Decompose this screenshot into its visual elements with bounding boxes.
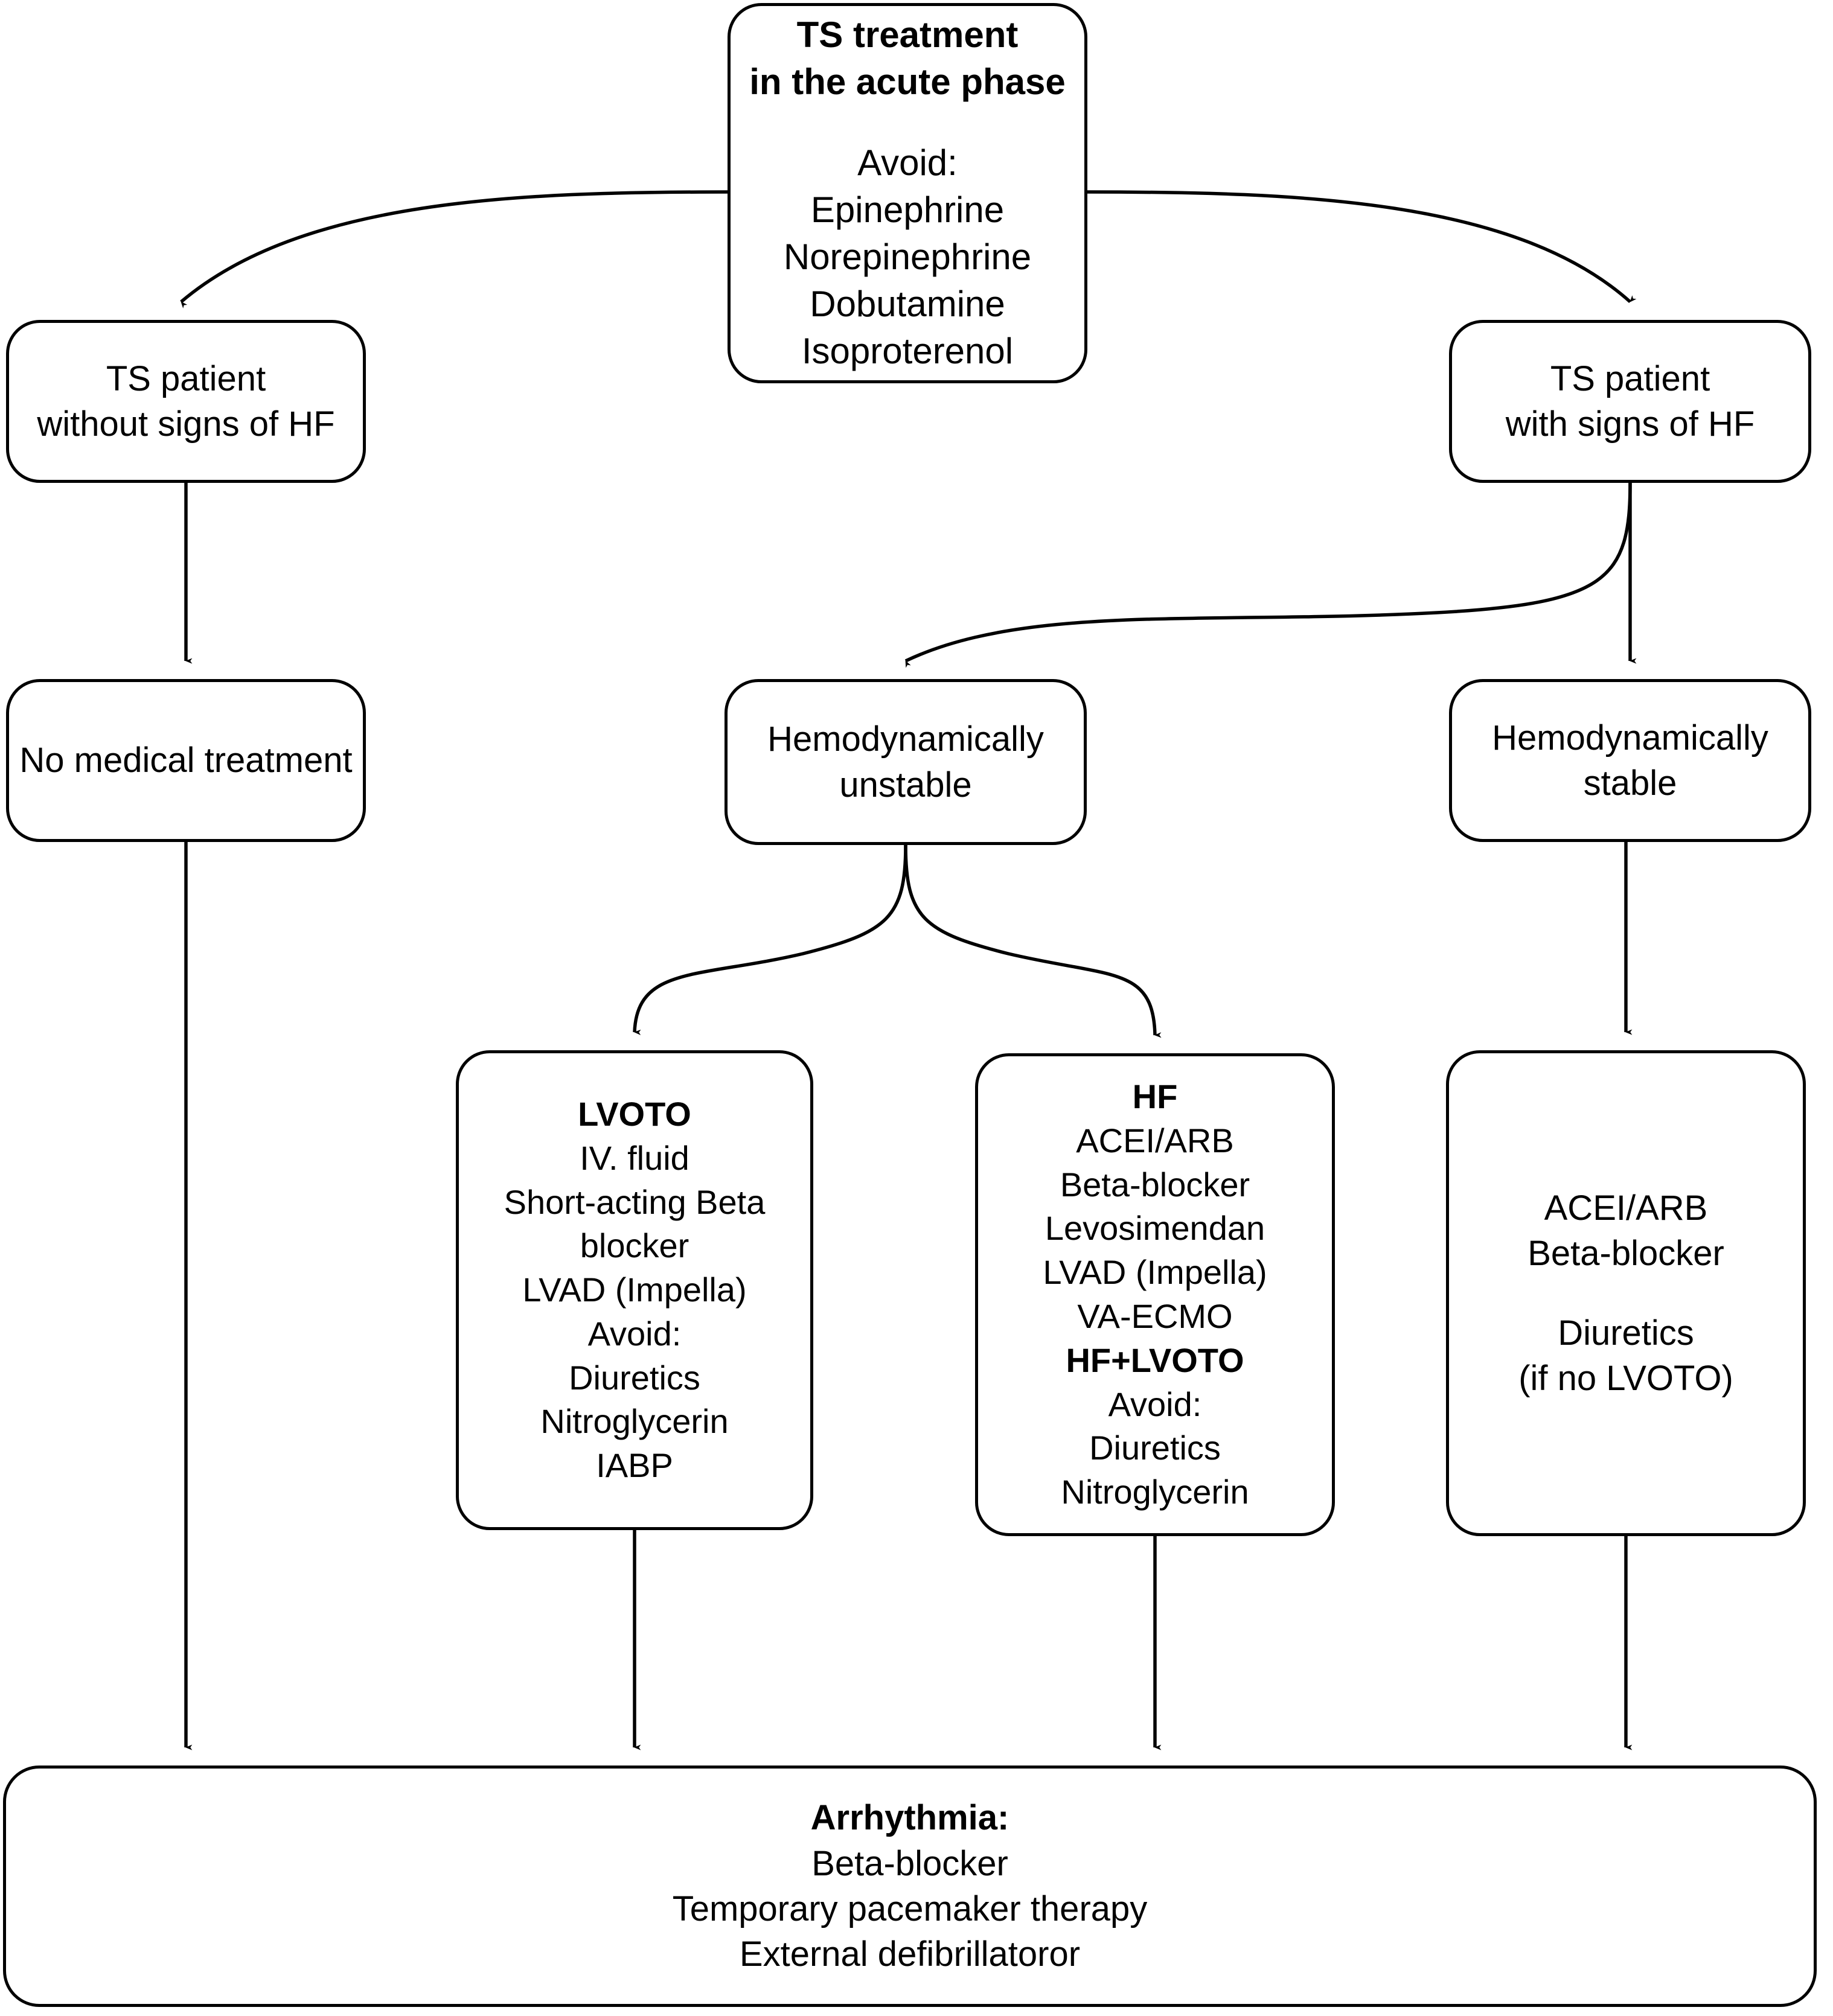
root-heading-line1: TS treatment (796, 14, 1019, 55)
unstable-line1: Hemodynamically (767, 719, 1044, 759)
node-hemodynamically-unstable[interactable]: Hemodynamically unstable (725, 679, 1087, 845)
lvoto-item: blocker (580, 1227, 689, 1265)
root-avoid-label: Avoid: (857, 142, 958, 183)
hf-item: VA-ECMO (1077, 1297, 1233, 1335)
unstable-line2: unstable (839, 765, 972, 805)
edge-unstable-to-hf (904, 844, 1162, 1038)
root-avoid-item: Isoproterenol (801, 331, 1014, 371)
hf-avoid-item: Diuretics (1089, 1429, 1221, 1467)
edge-unstable-to-lvoto (633, 844, 907, 1035)
node-hf-treatment[interactable]: HF ACEI/ARB Beta-blocker Levosimendan LV… (975, 1053, 1335, 1536)
stable-line1: Hemodynamically (1492, 718, 1768, 758)
lvoto-item: Short-acting Beta (504, 1182, 766, 1221)
lvoto-avoid-item: IABP (596, 1446, 673, 1485)
root-heading-line2: in the acute phase (749, 62, 1066, 102)
node-no-medical-treatment[interactable]: No medical treatment (6, 679, 366, 842)
hf-heading: HF (1132, 1077, 1178, 1116)
edge-root-to-with-hf (1087, 190, 1637, 304)
hf-lvoto-heading: HF+LVOTO (1066, 1341, 1244, 1379)
stable-treatment-item: Beta-blocker (1528, 1234, 1724, 1274)
node-ts-patient-without-hf[interactable]: TS patient without signs of HF (6, 320, 366, 483)
hf-item: LVAD (Impella) (1043, 1253, 1267, 1292)
without-hf-line2: without signs of HF (37, 404, 335, 444)
hf-avoid-item: Nitroglycerin (1061, 1473, 1249, 1511)
lvoto-item: IV. fluid (580, 1138, 689, 1177)
lvoto-avoid-item: Diuretics (569, 1358, 700, 1397)
root-avoid-item: Dobutamine (810, 284, 1005, 324)
node-hemodynamically-stable[interactable]: Hemodynamically stable (1449, 679, 1811, 842)
arrhythmia-heading: Arrhythmia: (810, 1798, 1009, 1838)
lvoto-avoid-item: Nitroglycerin (540, 1402, 729, 1441)
no-treatment-label: No medical treatment (19, 741, 353, 780)
node-ts-treatment-acute-phase[interactable]: TS treatment in the acute phase Avoid: E… (728, 3, 1087, 383)
lvoto-avoid-label: Avoid: (587, 1314, 682, 1353)
stable-treatment-diuretics-note: (if no LVOTO) (1518, 1358, 1733, 1398)
hf-item: Beta-blocker (1060, 1165, 1250, 1204)
node-stable-treatment[interactable]: ACEI/ARB Beta-blocker Diuretics (if no L… (1446, 1050, 1806, 1536)
node-ts-patient-with-hf[interactable]: TS patient with signs of HF (1449, 320, 1811, 483)
arrhythmia-item: Temporary pacemaker therapy (672, 1889, 1148, 1928)
edge-root-to-without-hf (180, 190, 728, 308)
stable-treatment-item: ACEI/ARB (1544, 1188, 1708, 1228)
hf-item: Levosimendan (1044, 1209, 1265, 1248)
stable-line2: stable (1583, 764, 1677, 803)
root-avoid-item: Norepinephrine (783, 237, 1032, 277)
hf-item: ACEI/ARB (1076, 1121, 1234, 1160)
with-hf-line1: TS patient (1550, 359, 1710, 398)
stable-treatment-diuretics: Diuretics (1558, 1313, 1694, 1353)
arrhythmia-item: External defibrillatoror (739, 1935, 1081, 1974)
root-avoid-item: Epinephrine (810, 190, 1005, 230)
lvoto-heading: LVOTO (578, 1094, 691, 1133)
arrhythmia-item: Beta-blocker (811, 1843, 1008, 1883)
node-arrhythmia-treatment[interactable]: Arrhythmia: Beta-blocker Temporary pacem… (3, 1766, 1817, 2007)
hf-avoid-label: Avoid: (1108, 1385, 1202, 1423)
without-hf-line1: TS patient (106, 359, 266, 398)
edge-with-hf-to-unstable (904, 482, 1632, 668)
node-lvoto-treatment[interactable]: LVOTO IV. fluid Short-acting Beta blocke… (456, 1050, 813, 1530)
with-hf-line2: with signs of HF (1505, 404, 1755, 444)
lvoto-item: LVAD (Impella) (522, 1271, 747, 1309)
